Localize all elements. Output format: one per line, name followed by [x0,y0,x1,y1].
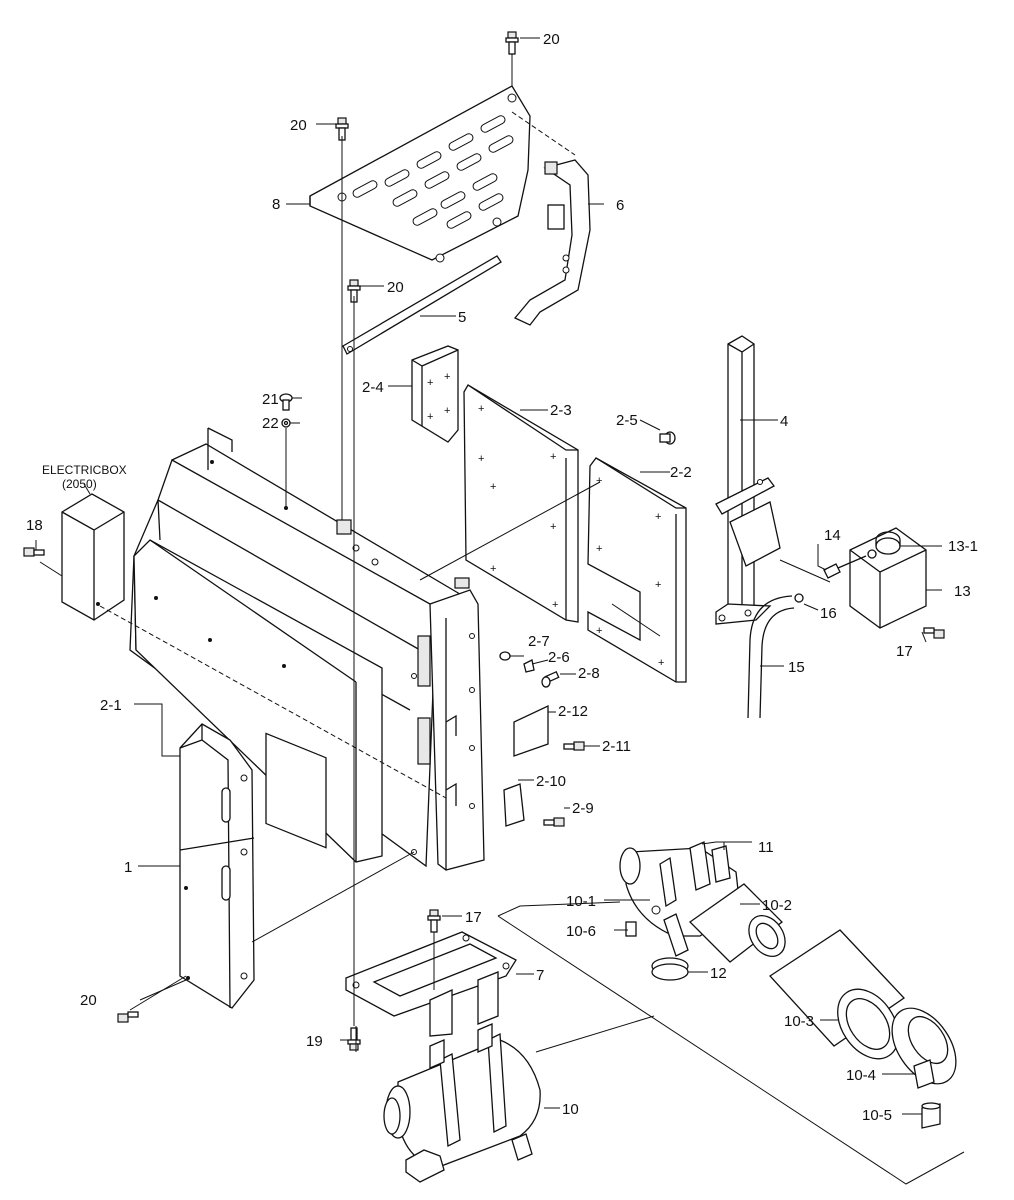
insulation-panel-2-3: + + + + + + + [463,384,579,623]
box-subtitle: (2050) [62,477,97,491]
svg-text:+: + [655,511,661,523]
front-cover [179,723,255,1009]
svg-text:+: + [658,657,664,669]
label-18: 18 [26,517,43,534]
label-20-bottom: 20 [80,992,97,1009]
support-strip [342,255,502,355]
label-7: 7 [536,967,544,984]
label-17-mid: 17 [465,909,482,926]
side-bracket [513,159,591,326]
svg-text:+: + [550,521,556,533]
label-10-2: 10-2 [762,897,792,914]
label-5: 5 [458,309,466,326]
bolt-17 [923,627,945,639]
label-1: 1 [124,859,132,876]
label-16: 16 [820,605,837,622]
air-cleaner-assembly [383,1023,541,1183]
svg-text:+: + [550,451,556,463]
air-cleaner-tray [345,931,517,1037]
bolt-2-9 [543,817,565,827]
label-10-6: 10-6 [566,923,596,940]
label-6: 6 [616,197,624,214]
label-13: 13 [954,583,971,600]
bolt-21 [279,393,293,411]
label-10-5: 10-5 [862,1107,892,1124]
label-10-1: 10-1 [566,893,596,910]
insulation-panel-2-2: + + + + + + [587,457,687,683]
svg-text:+: + [596,543,602,555]
bolts [23,31,945,1051]
outer-filter-10-3 [769,929,905,1060]
svg-text:+: + [490,563,496,575]
label-2-3: 2-3 [550,402,572,419]
label-8: 8 [272,196,280,213]
svg-text:+: + [478,453,484,465]
label-20-top: 20 [543,31,560,48]
label-20-mid: 20 [387,279,404,296]
svg-text:+: + [490,481,496,493]
label-10-3: 10-3 [784,1013,814,1030]
bolt-2-11 [563,741,585,751]
label-19: 19 [306,1033,323,1050]
svg-text:+: + [552,599,558,611]
electric-box [61,493,125,621]
label-11: 11 [758,839,774,856]
bolt-18 [23,547,45,557]
hose-clamp-12 [651,957,689,981]
right-pillar [411,589,485,871]
svg-text:+: + [596,625,602,637]
label-4: 4 [780,413,788,430]
bolt-2-5 [659,431,676,445]
main-housing [129,427,472,868]
label-13-1: 13-1 [948,538,978,555]
label-2-4: 2-4 [362,379,384,396]
label-2-9: 2-9 [572,800,594,817]
vertical-post [715,335,781,625]
label-10-4: 10-4 [846,1067,876,1084]
label-2-6: 2-6 [548,649,570,666]
svg-text:+: + [444,371,450,383]
label-2-5: 2-5 [616,412,638,429]
assembly-lines [39,54,965,1185]
label-15: 15 [788,659,805,676]
label-22: 22 [262,415,279,432]
label-2-7: 2-7 [528,633,550,650]
fitting-10-6 [625,921,637,937]
svg-text:+: + [444,405,450,417]
svg-text:+: + [655,579,661,591]
label-2-1: 2-1 [100,697,122,714]
label-12: 12 [710,965,727,982]
label-2-12: 2-12 [558,703,588,720]
label-2-10: 2-10 [536,773,566,790]
insulation-pad-2-4: + + + + [411,345,459,443]
bolt-2-8 [541,670,560,688]
svg-text:+: + [596,475,602,487]
label-21: 21 [262,391,279,408]
reservoir-tank [823,527,927,629]
box-title: ELECTRICBOX [42,463,127,477]
label-17-right: 17 [896,643,913,660]
hose [747,593,804,719]
label-2-2: 2-2 [670,464,692,481]
label-2-8: 2-8 [578,665,600,682]
label-14: 14 [824,527,841,544]
top-cover-plate [309,85,576,263]
cover-10-4 [891,1007,957,1089]
bolt-20-lower [117,1011,139,1023]
label-10: 10 [562,1101,579,1118]
svg-text:+: + [427,377,433,389]
vent-slots [352,115,514,229]
callout-labels: ELECTRICBOX (2050) 20 20 20 20 8 6 5 2-4… [26,31,978,1124]
svg-text:+: + [427,411,433,423]
label-2-11: 2-11 [602,738,631,755]
svg-text:+: + [478,403,484,415]
valve-10-5 [921,1102,941,1129]
label-20-left: 20 [290,117,307,134]
